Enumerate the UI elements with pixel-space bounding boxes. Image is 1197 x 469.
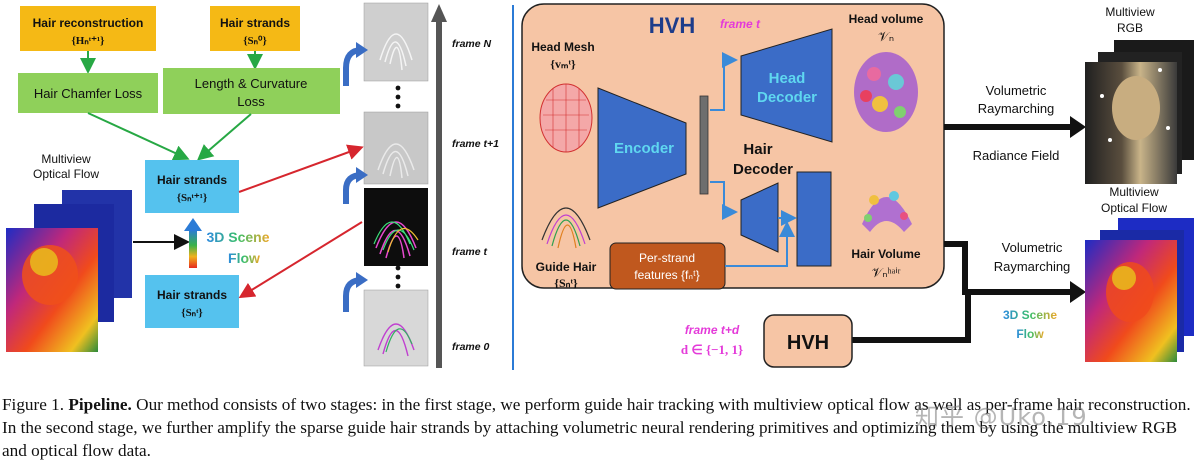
hair-strands-top-symbol: {Sₙ⁰} xyxy=(243,35,267,47)
head-decoder-block xyxy=(740,28,833,143)
arrow-radiance-head xyxy=(1070,116,1086,138)
multiview-rgb-label-2: RGB xyxy=(1117,21,1143,35)
per-strand-features-box xyxy=(609,242,726,290)
multiview-rgb-label-1: Multiview xyxy=(1105,5,1155,19)
arrow-latent-to-head-decoder xyxy=(710,52,738,111)
latent-code-bar xyxy=(699,95,709,195)
head-volume-image xyxy=(854,52,918,132)
arrow-hair-volume-head xyxy=(1070,281,1086,303)
vol-ray-2-label-b: Raymarching xyxy=(994,259,1071,274)
head-mesh-symbol: {vₘᵗ} xyxy=(550,57,576,71)
hvh-box-2-label: HVH xyxy=(787,332,829,354)
scene-flow-label-1: 3D Scene xyxy=(206,229,269,245)
multiview-rgb-images xyxy=(1085,40,1194,184)
loop-arrows xyxy=(343,47,363,312)
hvh-panel xyxy=(521,3,945,289)
hair-volume-image xyxy=(862,191,912,232)
arrow-latent-to-hair-decoder xyxy=(710,181,738,220)
encoder-label: Encoder xyxy=(614,140,674,157)
arrow-frame-t-to-bottom xyxy=(238,221,363,299)
hair-reconstruction-label: Hair reconstruction xyxy=(33,16,144,30)
vol-ray-1-label-a: Volumetric xyxy=(986,83,1047,98)
scene-flow-right-label-2: Flow xyxy=(1016,327,1044,341)
multiview-optical-flow-images xyxy=(6,190,132,352)
hvh-frame-t: frame t xyxy=(720,17,761,31)
vol-ray-1-label-b: Raymarching xyxy=(978,101,1055,116)
head-decoder-label-2: Decoder xyxy=(757,89,817,106)
guide-hair-image xyxy=(541,207,591,249)
multiview-flow-images xyxy=(1085,218,1194,362)
hair-strands-mid-symbol: {Sₙᵗ⁺¹} xyxy=(177,192,208,204)
hair-strands-bottom-symbol: {Sₙᵗ} xyxy=(181,307,203,319)
scene-flow-bar xyxy=(189,230,197,268)
chamfer-loss-box xyxy=(18,73,158,113)
hvh-title: HVH xyxy=(649,13,695,38)
hair-volume-label: Hair Volume xyxy=(851,247,920,261)
arrow-hvh2-to-flow xyxy=(852,292,971,343)
arrow-hair-volume-to-flow xyxy=(944,241,1076,295)
per-strand-label-1: Per-strand xyxy=(639,251,695,265)
radiance-field-label: Radiance Field xyxy=(973,148,1060,163)
time-axis-arrowhead xyxy=(431,4,447,22)
frame-label-n: frame N xyxy=(452,38,492,50)
optical-flow-label-2: Optical Flow xyxy=(33,167,99,181)
hair-strands-bottom-box xyxy=(145,275,239,328)
length-curvature-loss-box xyxy=(163,68,340,114)
scene-flow-right-label-1: 3D Scene xyxy=(1003,308,1057,322)
hair-strands-mid-box xyxy=(145,160,239,213)
hair-decoder-label-1: Hair xyxy=(743,141,772,158)
arrow-chamfer-to-strands xyxy=(87,112,190,161)
frame-label-t1: frame t+1 xyxy=(452,138,499,150)
optical-flow-label-1: Multiview xyxy=(41,152,91,166)
chamfer-loss-label: Hair Chamfer Loss xyxy=(34,86,143,101)
length-curvature-label-2: Loss xyxy=(237,94,265,109)
head-volume-symbol: 𝒱ₙ xyxy=(878,29,894,44)
hair-reconstruction-box xyxy=(20,6,156,51)
hair-strands-top-label: Hair strands xyxy=(220,16,290,30)
pipeline-figure: Hair reconstruction {Hₙᵗ⁺¹} Hair strands… xyxy=(6,2,1194,370)
hair-decoder-back xyxy=(796,171,832,267)
caption-bold: Pipeline. xyxy=(68,395,132,414)
hair-strands-top-box xyxy=(210,6,300,51)
hair-volume-symbol: 𝒱ₙʰᵃⁱʳ xyxy=(872,265,901,280)
hair-decoder-front xyxy=(740,182,779,253)
hair-strands-mid-label: Hair strands xyxy=(157,173,227,187)
arrow-mid-to-frame-t1 xyxy=(238,144,364,193)
hvh-box-2 xyxy=(763,314,853,368)
caption-label: Figure 1. xyxy=(2,395,65,414)
optical-flow-right-label-1: Multiview xyxy=(1109,185,1159,199)
caption-text: Our method consists of two stages: in th… xyxy=(2,395,1191,460)
optical-flow-right-label-2: Optical Flow xyxy=(1101,201,1167,215)
scene-flow-arrowhead xyxy=(184,218,202,231)
hair-decoder-label-2: Decoder xyxy=(733,161,793,178)
guide-hair-label: Guide Hair xyxy=(536,260,597,274)
head-decoder-label-1: Head xyxy=(769,70,806,87)
scene-flow-label-2: Flow xyxy=(228,250,260,266)
arrow-length-to-strands xyxy=(196,113,252,161)
frame-label-0: frame 0 xyxy=(452,341,490,353)
encoder-block xyxy=(597,87,687,209)
hair-strands-bottom-label: Hair strands xyxy=(157,288,227,302)
frame-label-t: frame t xyxy=(452,246,488,258)
time-axis xyxy=(436,20,442,368)
head-mesh-image xyxy=(539,83,593,153)
watermark: 知乎 @Uko.19 xyxy=(915,403,1088,431)
hair-reconstruction-symbol: {Hₙᵗ⁺¹} xyxy=(71,35,104,47)
head-volume-label: Head volume xyxy=(849,12,924,26)
length-curvature-label-1: Length & Curvature xyxy=(195,76,308,91)
hair-frames-stack xyxy=(363,2,429,367)
vol-ray-2-label-a: Volumetric xyxy=(1002,240,1063,255)
frame-td-label: frame t+d xyxy=(685,323,740,337)
d-set-label: d ∈ {−1, 1} xyxy=(681,342,743,357)
arrow-features-to-hair-decoder xyxy=(725,221,795,267)
frame-dots xyxy=(395,85,401,289)
head-mesh-label: Head Mesh xyxy=(531,40,594,54)
guide-hair-symbol: {Sₙᵗ} xyxy=(554,276,578,290)
figure-caption: Figure 1. Pipeline. Our method consists … xyxy=(2,393,1194,462)
per-strand-label-2: features {fₙᵗ} xyxy=(634,268,699,282)
